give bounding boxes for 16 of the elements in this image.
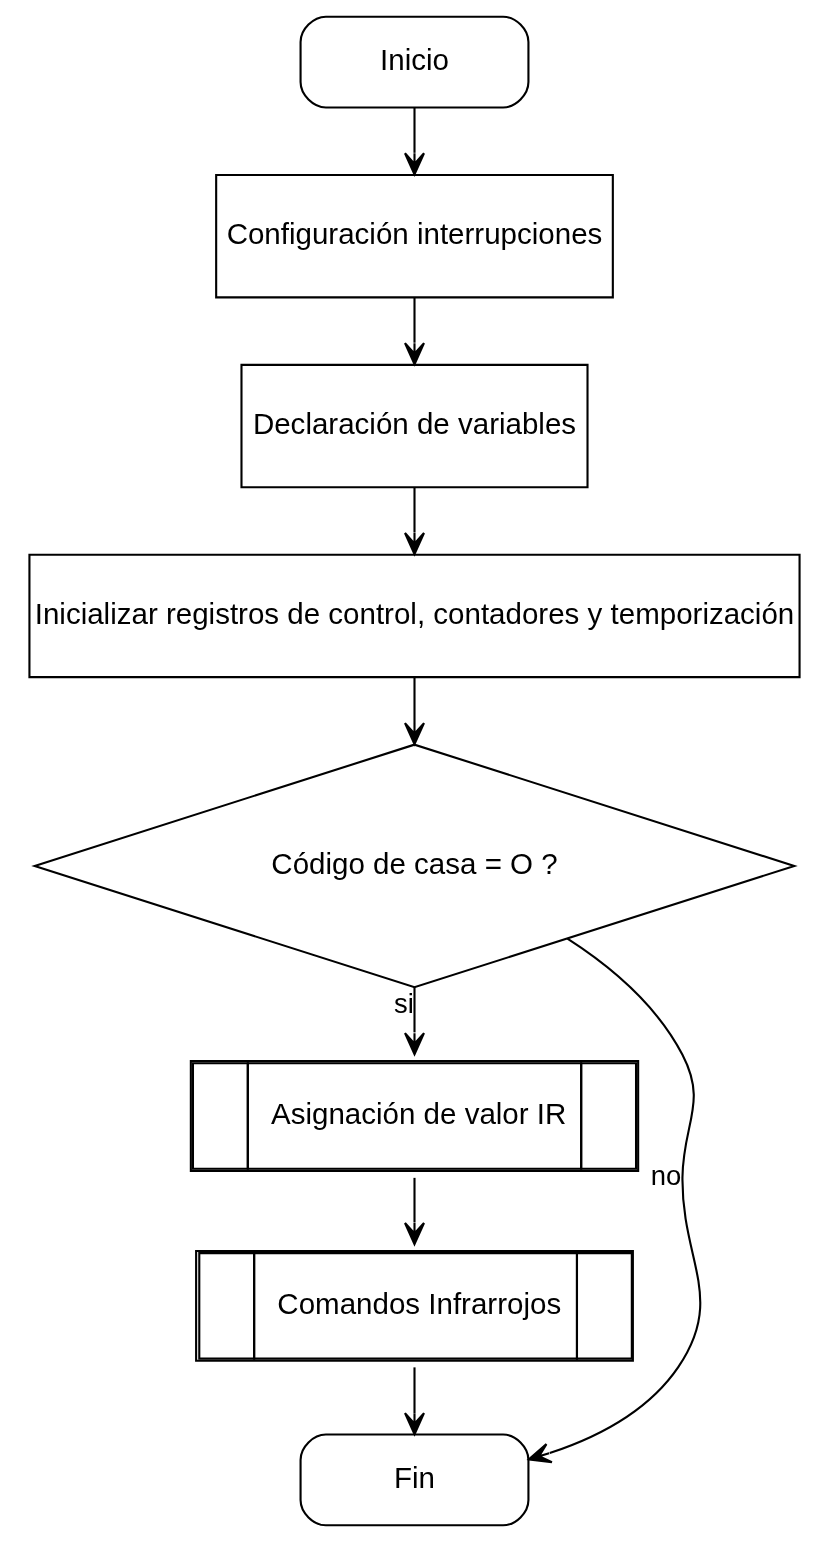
arrow xyxy=(403,987,425,1056)
node-diamond: Código de casa = O ? xyxy=(30,743,798,989)
arrow xyxy=(403,298,425,366)
node-box: Configuración interrupciones xyxy=(214,173,614,299)
edge-label: si xyxy=(393,988,414,1020)
node-box: Inicio xyxy=(299,15,529,109)
node-box: Inicializar registros de control, contadores y temporización xyxy=(27,553,801,679)
arrow xyxy=(403,487,425,556)
arrow xyxy=(403,677,425,746)
arrow xyxy=(403,1367,425,1436)
arrow xyxy=(403,107,425,176)
node-box: Fin xyxy=(299,1433,529,1527)
node-box: Declaración de variables xyxy=(239,363,589,489)
arrow xyxy=(403,1177,425,1246)
arrow xyxy=(527,937,701,1464)
edge-label: no xyxy=(650,1160,681,1192)
